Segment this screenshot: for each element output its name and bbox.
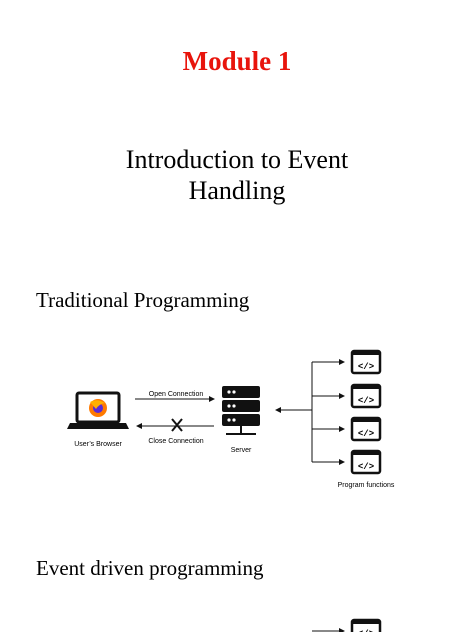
functions-label: Program functions xyxy=(338,482,395,489)
client-label: User’s Browser xyxy=(74,441,122,448)
function-code-icon: </> xyxy=(350,349,382,375)
function-code-icon: </> xyxy=(350,383,382,409)
intro-title-line-1: Introduction to Event xyxy=(125,145,349,174)
svg-text:</>: </> xyxy=(358,362,374,372)
intro-title-line-2: Handling xyxy=(188,176,286,205)
server-label: Server xyxy=(231,447,252,454)
svg-text:</>: </> xyxy=(358,396,374,406)
intro-title: Introduction to Event Handling xyxy=(0,144,474,206)
function-code-icon: </> xyxy=(350,449,382,475)
function-code-icon: </> xyxy=(350,416,382,442)
function-code-icon: </> xyxy=(350,618,382,632)
function-connector-lines xyxy=(275,359,345,465)
close-x-icon xyxy=(171,418,183,432)
svg-text:</>: </> xyxy=(358,629,374,632)
laptop-browser-icon xyxy=(67,391,129,429)
close-connection-label: Close Connection xyxy=(148,438,203,445)
server-icon xyxy=(222,386,260,435)
svg-text:</>: </> xyxy=(358,429,374,439)
module-title: Module 1 xyxy=(182,46,292,76)
event-driven-programming-heading: Event driven programming xyxy=(36,556,264,580)
open-connection-label: Open Connection xyxy=(149,391,204,398)
traditional-programming-heading: Traditional Programming xyxy=(36,288,250,312)
svg-text:</>: </> xyxy=(358,462,374,472)
